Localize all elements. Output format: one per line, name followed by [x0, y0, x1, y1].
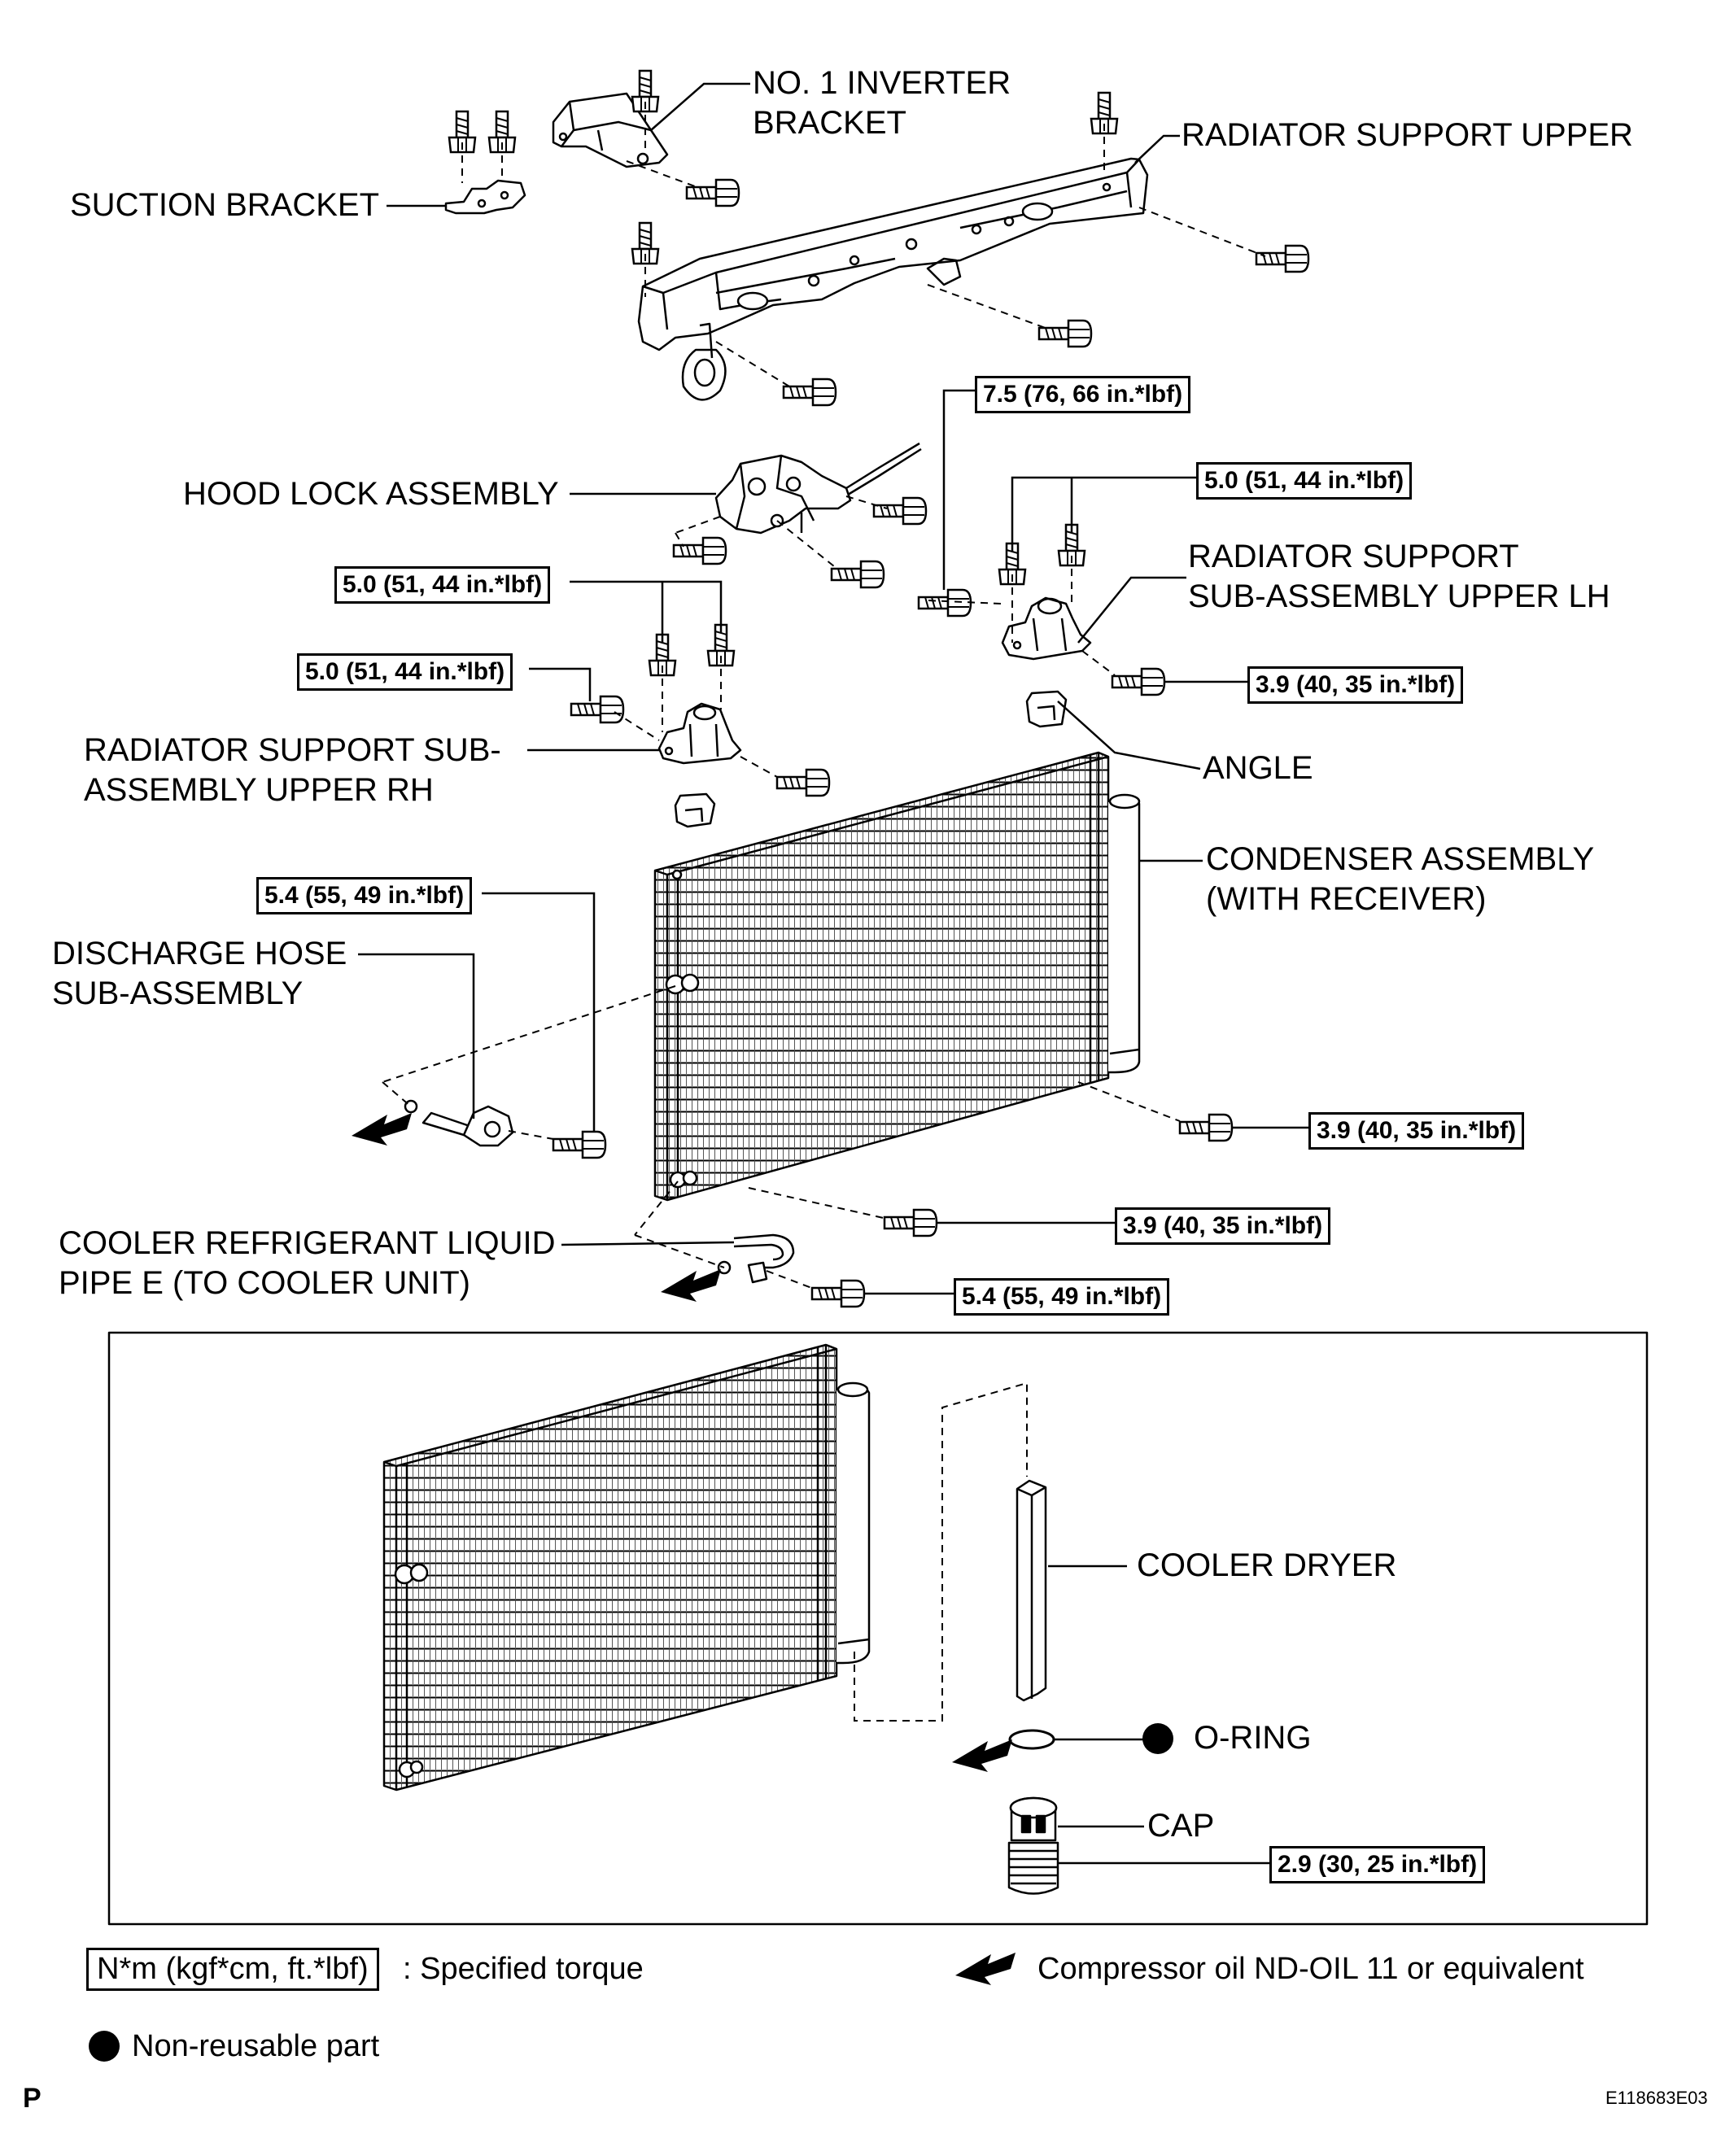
- angle-rh: [674, 792, 716, 828]
- label-angle: ANGLE: [1203, 750, 1313, 786]
- suction-bracket: [444, 179, 526, 215]
- hood-lock-assembly: [714, 442, 922, 535]
- oil-arrow-discharge: [352, 1113, 412, 1146]
- torque-5-4-discharge: 5.4 (55, 49 in.*lbf): [256, 877, 473, 914]
- footer-figure-id: E118683E03: [1605, 2088, 1708, 2108]
- leader-lines: [358, 82, 1308, 1865]
- torque-3-9-bottom: 3.9 (40, 35 in.*lbf): [1115, 1207, 1331, 1245]
- non-reusable-dot-oring: [1142, 1723, 1173, 1754]
- footer-page-letter: P: [23, 2083, 41, 2114]
- legend-torque-unit: N*m (kgf*cm, ft.*lbf): [86, 1948, 379, 1991]
- legend-dot-icon: [89, 2031, 120, 2062]
- inset-condenser: [382, 1343, 871, 1792]
- label-hood-lock-assembly: HOOD LOCK ASSEMBLY: [183, 476, 559, 512]
- o-ring: [1008, 1729, 1055, 1750]
- cooler-dryer: [1016, 1479, 1047, 1702]
- legend-oil-desc: Compressor oil ND-OIL 11 or equivalent: [1037, 1952, 1584, 1986]
- assembly-lines: [382, 102, 1266, 1722]
- torque-7-5: 7.5 (76, 66 in.*lbf): [975, 376, 1191, 413]
- torque-3-9-right: 3.9 (40, 35 in.*lbf): [1308, 1112, 1525, 1150]
- torque-2-9-cap: 2.9 (30, 25 in.*lbf): [1269, 1846, 1486, 1883]
- label-radiator-support-upper-rh: RADIATOR SUPPORT SUB- ASSEMBLY UPPER RH: [84, 732, 501, 808]
- oil-arrow-pipe: [661, 1269, 721, 1302]
- label-no1-inverter-bracket: NO. 1 INVERTER BRACKET: [753, 65, 1011, 141]
- condenser-assembly: [653, 751, 1141, 1202]
- torque-3-9-lh: 3.9 (40, 35 in.*lbf): [1247, 666, 1464, 704]
- label-cooler-refrigerant-pipe: COOLER REFRIGERANT LIQUID PIPE E (TO COO…: [59, 1225, 556, 1301]
- inset-frame: [107, 1331, 1649, 1926]
- legend-arrow-icon: [955, 1953, 1016, 1985]
- radiator-support-upper-lh: [1001, 596, 1092, 661]
- discharge-hose: [404, 1099, 514, 1147]
- legend-nonreusable-desc: Non-reusable part: [132, 2029, 380, 2063]
- label-radiator-support-upper-lh: RADIATOR SUPPORT SUB-ASSEMBLY UPPER LH: [1188, 539, 1610, 614]
- torque-5-0-lh: 5.0 (51, 44 in.*lbf): [1196, 462, 1413, 500]
- legend-torque-desc: : Specified torque: [403, 1952, 644, 1986]
- radiator-support-upper-rh: [657, 702, 742, 765]
- cap: [1007, 1796, 1059, 1895]
- torque-5-0-rh-top: 5.0 (51, 44 in.*lbf): [334, 566, 551, 604]
- cooler-refrigerant-pipe: [717, 1233, 795, 1284]
- radiator-support-upper: [637, 157, 1149, 401]
- label-cap: CAP: [1147, 1808, 1215, 1844]
- label-radiator-support-upper: RADIATOR SUPPORT UPPER: [1182, 117, 1633, 153]
- label-cooler-dryer: COOLER DRYER: [1137, 1547, 1397, 1583]
- label-o-ring: O-RING: [1194, 1720, 1312, 1756]
- label-condenser-assembly: CONDENSER ASSEMBLY (WITH RECEIVER): [1206, 841, 1595, 917]
- oil-arrow-oring: [952, 1739, 1012, 1772]
- label-discharge-hose: DISCHARGE HOSE SUB-ASSEMBLY: [52, 936, 347, 1011]
- torque-5-4-pipe: 5.4 (55, 49 in.*lbf): [954, 1278, 1170, 1316]
- torque-5-0-rh-side: 5.0 (51, 44 in.*lbf): [297, 653, 513, 691]
- angle-lh: [1025, 690, 1068, 728]
- label-suction-bracket: SUCTION BRACKET: [70, 187, 380, 223]
